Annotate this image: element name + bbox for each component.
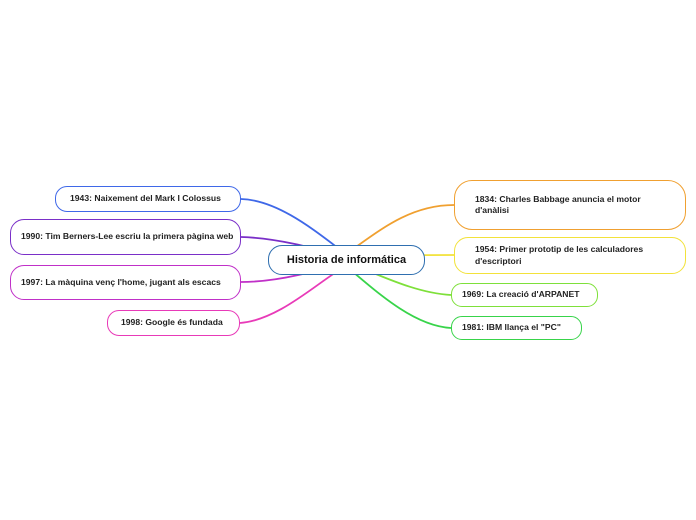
topic-label: 1990: Tim Berners-Lee escriu la primera …	[21, 231, 234, 242]
topic-1997-chess[interactable]: 1997: La màquina venç l'home, jugant als…	[10, 265, 241, 300]
topic-label: 1834: Charles Babbage anuncia el motor d…	[475, 193, 641, 215]
topic-label: 1998: Google és fundada	[121, 317, 223, 328]
topic-label: 1969: La creació d'ARPANET	[462, 289, 580, 300]
central-topic-label: Historia de informática	[286, 253, 407, 266]
topic-1954-calculators[interactable]: 1954: Primer prototip de les calculadore…	[454, 237, 686, 274]
topic-1943-mark1[interactable]: 1943: Naixement del Mark I Colossus	[55, 186, 241, 212]
topic-1998-google[interactable]: 1998: Google és fundada	[107, 310, 240, 336]
topic-1981-ibm-pc[interactable]: 1981: IBM llança el "PC"	[451, 316, 582, 340]
topic-label: 1997: La màquina venç l'home, jugant als…	[21, 276, 221, 287]
topic-label: 1981: IBM llança el "PC"	[462, 322, 561, 333]
topic-label: 1943: Naixement del Mark I Colossus	[70, 193, 221, 204]
topic-label: 1954: Primer prototip de les calculadore…	[475, 244, 644, 266]
connector-ibm	[345, 265, 452, 329]
topic-1969-arpanet[interactable]: 1969: La creació d'ARPANET	[451, 283, 598, 307]
topic-1834-babbage[interactable]: 1834: Charles Babbage anuncia el motor d…	[454, 180, 686, 230]
central-topic[interactable]: Historia de informática	[268, 245, 425, 275]
topic-1990-web[interactable]: 1990: Tim Berners-Lee escriu la primera …	[10, 219, 241, 255]
